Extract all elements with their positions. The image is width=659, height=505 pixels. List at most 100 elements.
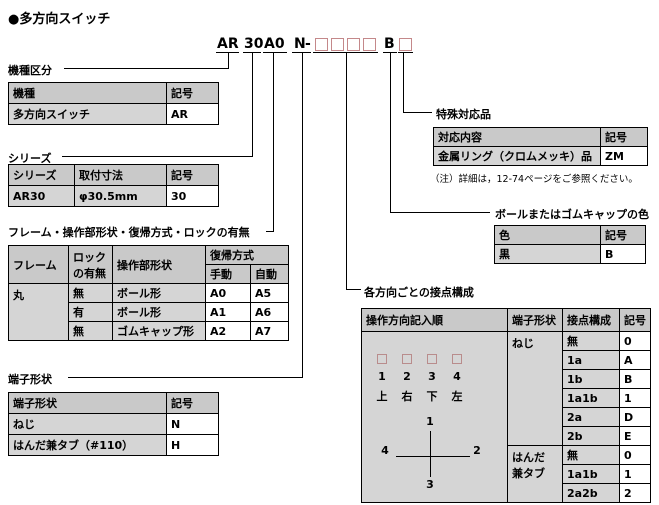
frame-shape-cell: ゴムキャップ形 [112, 321, 206, 341]
section-label-frame: フレーム・操作部形状・復帰方式・ロックの有無 [8, 226, 250, 239]
placeholder-box [315, 38, 328, 51]
table-row: シリーズ 取付寸法 記号 [8, 164, 219, 186]
terminal-header-code: 記号 [166, 392, 219, 414]
model-segment-ar: AR [217, 36, 239, 52]
table-row: フレーム ロック の有無 操作部形状 復帰方式 [8, 245, 289, 284]
special-header-code: 記号 [600, 127, 648, 147]
special-note: （注）詳細は，12-74ページをご参照ください。 [430, 174, 638, 185]
contact-config-cell: 2a [562, 407, 620, 427]
table-row: はんだ 兼タブ 無 0 [362, 445, 651, 503]
contact-config-cell: 1b [562, 369, 620, 389]
table-row: 多方向スイッチ AR [8, 103, 219, 125]
underline-n [292, 52, 311, 53]
section-label-contact: 各方向ごとの接点構成 [364, 286, 474, 299]
contact-config-cell: 1a [562, 350, 620, 370]
table-row: 丸 無 ボール形 A0 A5 [8, 283, 289, 341]
connector-line-kishu [228, 53, 229, 68]
table-row: 手動 自動 [9, 264, 289, 284]
table-row: 2b E [362, 426, 651, 446]
connector-line-terminal [302, 53, 303, 377]
connector-line-capcolor [390, 53, 391, 212]
cross-label-right: 2 [473, 444, 481, 457]
capcolor-code-cell: B [600, 244, 646, 264]
connector-line-frame [273, 53, 274, 231]
underline-ar [216, 52, 239, 53]
terminal-table: 端子形状 記号 ねじ N はんだ兼タブ（#110） H [8, 392, 219, 456]
direction-checkbox [427, 354, 437, 364]
series-name-cell: AR30 [8, 185, 75, 207]
cross-label-top: 1 [426, 415, 434, 428]
contact-header-code: 記号 [619, 308, 651, 332]
contact-config-cell: 無 [562, 331, 620, 351]
frame-header-lock: ロック の有無 [68, 245, 113, 284]
contact-header-order: 操作方向記入順 [361, 308, 508, 332]
frame-auto-code-cell: A5 [250, 283, 289, 303]
terminal-term-cell: はんだ兼タブ（#110） [8, 434, 167, 456]
frame-header-recovery: 復帰方式 [205, 245, 289, 265]
direction-label: 左 [451, 390, 463, 403]
frame-auto-code-cell: A7 [250, 321, 289, 341]
special-header-content: 対応内容 [433, 127, 601, 147]
table-row: 黒 B [494, 244, 646, 264]
connector-line-series [62, 156, 253, 157]
direction-number: 4 [453, 370, 461, 383]
frame-lock-cell: 無 [68, 283, 113, 303]
table-row: 無 ゴムキャップ形 A2 A7 [9, 321, 289, 341]
table-row: 対応内容 記号 [433, 127, 648, 147]
page-title: ●多方向スイッチ [8, 12, 111, 27]
contact-code-cell: 2 [619, 483, 651, 503]
contact-code-cell: A [619, 350, 651, 370]
underline-30 [243, 52, 261, 53]
contact-config-cell: 無 [562, 445, 620, 465]
frame-shape-cell: ボール形 [112, 302, 206, 322]
terminal-code-cell: N [166, 413, 219, 435]
contact-terminal-solder: はんだ 兼タブ [507, 445, 563, 503]
frame-manual-code-cell: A1 [205, 302, 251, 322]
contact-config-cell: 2b [562, 426, 620, 446]
frame-header-lock-line2: の有無 [73, 266, 106, 280]
frame-header-lock-line1: ロック [73, 250, 106, 264]
table-row: 2a2b 2 [362, 483, 651, 503]
frame-value-cell: 丸 [8, 283, 69, 341]
model-segment-30: 30 [244, 36, 264, 52]
connector-line-contact [346, 289, 361, 290]
connector-line-terminal [68, 377, 303, 378]
connector-line-series [252, 53, 253, 156]
placeholder-box [347, 38, 360, 51]
table-row: 金属リング（クロムメッキ）品 ZM [433, 146, 648, 166]
cross-label-left: 4 [381, 444, 389, 457]
contact-code-cell: E [619, 426, 651, 446]
connector-line-special [403, 112, 432, 113]
capcolor-header-code: 記号 [600, 225, 646, 245]
contact-code-cell: 0 [619, 445, 651, 465]
contact-code-cell: 1 [619, 388, 651, 408]
contact-code-cell: 1 [619, 464, 651, 484]
direction-label: 下 [426, 390, 438, 403]
table-row: 操作方向記入順 端子形状 接点構成 記号 [361, 308, 651, 332]
special-content-cell: 金属リング（クロムメッキ）品 [433, 146, 601, 166]
contact-header-config: 接点構成 [562, 308, 620, 332]
section-label-capcolor: ボールまたはゴムキャップの色 [495, 208, 649, 221]
table-row: 1a1b 1 [362, 388, 651, 408]
special-table: 対応内容 記号 金属リング（クロムメッキ）品 ZM [433, 127, 648, 166]
cross-vertical-line [430, 431, 431, 477]
terminal-header-term: 端子形状 [8, 392, 167, 414]
terminal-code-cell: H [166, 434, 219, 456]
capcolor-table: 色 記号 黒 B [494, 225, 646, 264]
table-row: ねじ N [8, 413, 219, 435]
frame-shape-cell: ボール形 [112, 283, 206, 303]
kishu-header-code: 記号 [166, 82, 219, 104]
kishu-code-cell: AR [166, 103, 219, 125]
contact-config-cell: 1a1b [562, 388, 620, 408]
underline-a0 [263, 52, 287, 53]
series-code-cell: 30 [166, 185, 219, 207]
table-row: 色 記号 [494, 225, 646, 245]
frame-header-auto: 自動 [250, 264, 289, 284]
connector-line-frame [266, 231, 274, 232]
table-row: 1a1b 1 [362, 464, 651, 484]
table-row: 1a A [362, 350, 651, 370]
section-label-terminal: 端子形状 [8, 373, 52, 386]
frame-manual-code-cell: A2 [205, 321, 251, 341]
contact-header-term: 端子形状 [507, 308, 563, 332]
